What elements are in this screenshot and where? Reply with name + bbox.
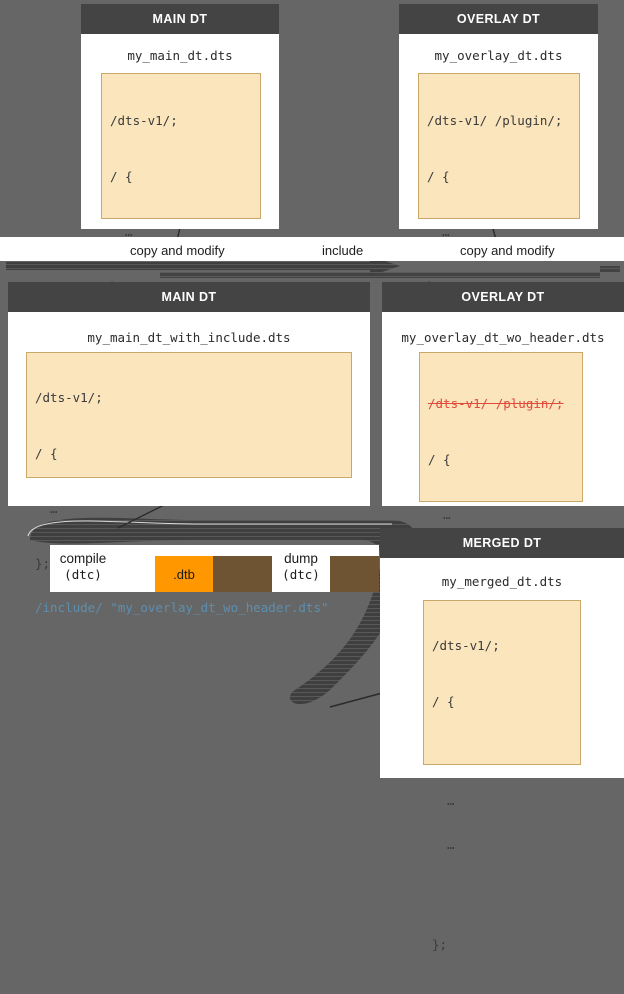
panel-main-dt-mid[interactable]: MAIN DT my_main_dt_with_include.dts /dts…	[8, 282, 370, 614]
code-line	[432, 883, 580, 912]
panel-overlay-dt-mid[interactable]: OVERLAY DT my_overlay_dt_wo_header.dts /…	[382, 282, 624, 576]
panel-header-merged-dt: MERGED DT	[380, 528, 624, 558]
panel-title: OVERLAY DT	[399, 4, 598, 34]
code-line: / {	[35, 445, 58, 461]
code-line: /dts-v1/;	[35, 390, 103, 406]
code-block-overlay-dt-top: /dts-v1/ /plugin/; / { … };	[418, 73, 580, 293]
include-target: "my_overlay_dt_wo_header.dts"	[110, 600, 329, 616]
dtb-label: .dtb	[173, 566, 195, 582]
code-block-main-dt-top: /dts-v1/; / { … };	[101, 73, 261, 293]
label-include: include	[320, 243, 366, 258]
code-line: …	[427, 223, 450, 239]
code-block-merged-dt: /dts-v1/; / { … … };	[423, 600, 581, 951]
include-directive: /include/	[35, 600, 103, 616]
panel-header-overlay-dt-mid: OVERLAY DT	[382, 282, 624, 312]
code-line: …	[428, 506, 451, 522]
compile-title: compile	[59, 551, 107, 566]
panel-title: OVERLAY DT	[382, 282, 624, 312]
code-block-main-dt-mid: /dts-v1/; / { … }; /include/ "my_overlay…	[26, 352, 352, 614]
label-copy-and-modify-left: copy and modify	[128, 243, 227, 258]
code-line-include: /include/ "my_overlay_dt_wo_header.dts"	[35, 601, 351, 619]
code-line: /dts-v1/;	[432, 638, 500, 654]
code-line: / {	[110, 168, 133, 184]
code-line: / {	[428, 451, 451, 467]
code-line: / {	[427, 168, 450, 184]
panel-title: MAIN DT	[81, 4, 279, 34]
panel-overlay-dt-top[interactable]: OVERLAY DT my_overlay_dt.dts /dts-v1/ /p…	[399, 4, 598, 293]
label-copy-and-modify-right: copy and modify	[458, 243, 557, 258]
file-name-label: my_overlay_dt.dts	[434, 48, 563, 63]
code-line: / {	[432, 693, 455, 709]
code-line: };	[432, 936, 448, 952]
code-line: …	[110, 223, 133, 239]
code-line: …	[35, 500, 58, 516]
compile-tool: (dtc)	[64, 566, 102, 582]
file-name-label: my_overlay_dt_wo_header.dts	[401, 330, 605, 345]
code-line: …	[432, 837, 455, 853]
file-name-label: my_merged_dt.dts	[441, 574, 563, 589]
panel-main-dt-top[interactable]: MAIN DT my_main_dt.dts /dts-v1/; / { … }…	[81, 4, 279, 293]
label-dump: dump (dtc)	[272, 551, 330, 583]
code-line: /dts-v1/ /plugin/;	[427, 113, 563, 129]
file-name-label: my_main_dt_with_include.dts	[87, 330, 291, 345]
panel-header-main-dt-top: MAIN DT	[81, 4, 279, 34]
panel-title: MAIN DT	[8, 282, 370, 312]
diagram-canvas: MAIN DT my_main_dt.dts /dts-v1/; / { … }…	[0, 4, 624, 951]
code-block-overlay-dt-mid: /dts-v1/ /plugin/; / { … };	[419, 352, 583, 576]
dtb-box: .dtb	[155, 556, 213, 592]
code-line-struck: /dts-v1/ /plugin/;	[428, 396, 564, 412]
panel-header-main-dt-mid: MAIN DT	[8, 282, 370, 312]
code-line: /dts-v1/;	[110, 113, 178, 129]
dump-tool: (dtc)	[282, 566, 320, 582]
dump-title: dump	[284, 551, 318, 566]
code-line	[432, 750, 580, 768]
code-line: …	[432, 793, 455, 808]
panel-header-overlay-dt-top: OVERLAY DT	[399, 4, 598, 34]
panel-merged-dt[interactable]: MERGED DT my_merged_dt.dts /dts-v1/; / {…	[380, 528, 624, 951]
label-compile: compile (dtc)	[50, 551, 116, 583]
panel-title: MERGED DT	[380, 528, 624, 558]
file-name-label: my_main_dt.dts	[127, 48, 233, 63]
code-line: };	[35, 556, 51, 571]
